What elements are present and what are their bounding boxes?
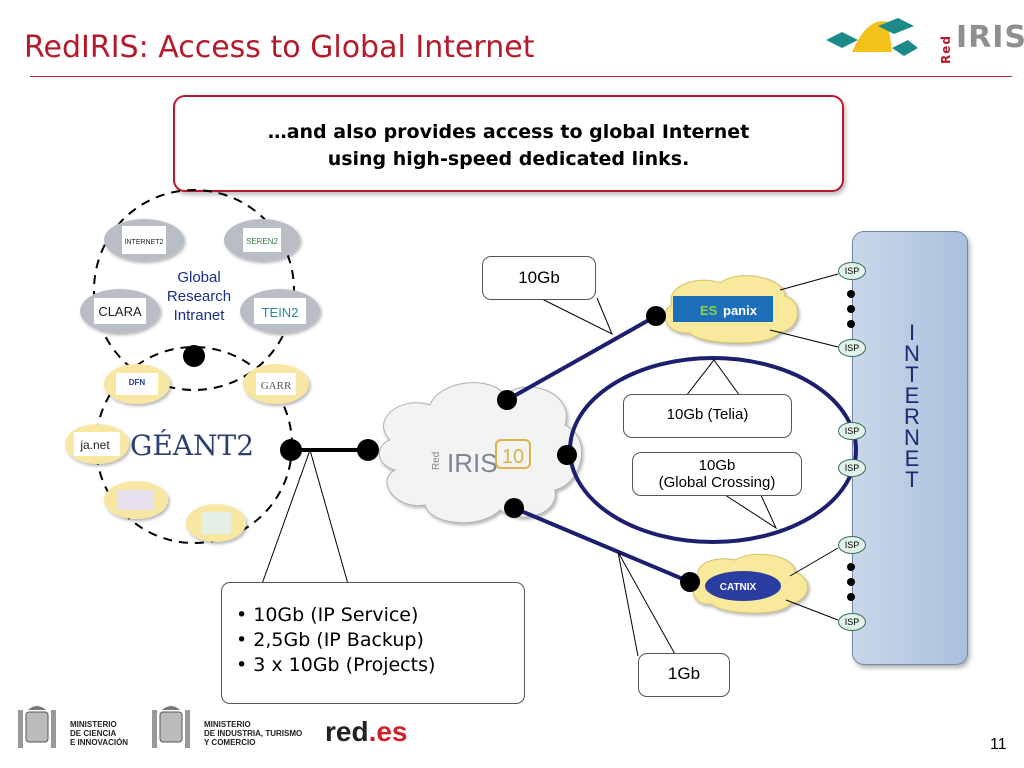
rediris-cloud xyxy=(378,382,583,524)
espanix-node xyxy=(646,306,666,326)
isp-badge: ISP xyxy=(838,613,866,631)
telia-pointer xyxy=(685,359,741,397)
rediris-cloud-red: Red xyxy=(431,452,442,470)
rediris-logo-icon xyxy=(826,18,918,56)
catnix-isp-line-2 xyxy=(785,599,839,621)
rediris-logo-text: Red IRIS xyxy=(939,20,1024,64)
svg-text:CLARA: CLARA xyxy=(98,304,142,319)
seren2-cloud: SEREN2 xyxy=(224,219,300,261)
rediris-cloud-badge xyxy=(495,439,531,469)
tein2-cloud: TEIN2 xyxy=(240,289,320,333)
janet-cloud: ja.net xyxy=(65,424,129,464)
internet2-cloud: INTERNET2 xyxy=(104,219,184,261)
espanix-isp-line-2 xyxy=(769,329,839,348)
global-research-intranet-label: Global Research Intranet xyxy=(166,269,232,324)
catnix-1gb-pointer xyxy=(617,551,677,657)
slide-number: 11 xyxy=(990,736,1007,753)
intranet-junction-node xyxy=(183,345,205,367)
espanix-logo xyxy=(673,296,773,322)
global-crossing-link-label: 10Gb (Global Crossing) xyxy=(632,452,802,496)
svg-text:DFN: DFN xyxy=(129,378,146,387)
svg-text:TEIN2: TEIN2 xyxy=(262,305,299,320)
telia-link-label: 10Gb (Telia) xyxy=(623,394,792,438)
catnix-isp-line-1 xyxy=(789,547,839,577)
list-item: 2,5Gb (IP Backup) xyxy=(236,628,435,653)
garr-cloud: GARR xyxy=(243,364,309,404)
rediris-cloud-logo: IRIS xyxy=(447,448,498,478)
geant-links-list: 10Gb (IP Service) 2,5Gb (IP Backup) 3 x … xyxy=(236,603,435,678)
callout-line-2: using high-speed dedicated links. xyxy=(327,148,690,170)
catnix-link-label: 1Gb xyxy=(638,653,730,697)
geant-node xyxy=(280,439,302,461)
catnix-link xyxy=(513,506,691,584)
page-title: RedIRIS: Access to Global Internet xyxy=(24,30,535,65)
red-es-logo: red.es xyxy=(325,716,408,747)
svg-text:GARR: GARR xyxy=(261,380,292,392)
intranet-ring xyxy=(93,189,295,391)
title-divider xyxy=(30,76,1012,77)
rediris-east-node xyxy=(557,445,577,465)
svg-text:SEREN2: SEREN2 xyxy=(246,237,279,246)
isp-badge: ISP xyxy=(838,536,866,554)
list-item: 10Gb (IP Service) xyxy=(236,603,435,628)
svg-text:ES: ES xyxy=(700,303,718,318)
isp-badge: ISP xyxy=(838,262,866,280)
spain-coat-of-arms-icon xyxy=(18,706,56,748)
svg-text:INTERNET2: INTERNET2 xyxy=(125,239,164,246)
espanix-link xyxy=(506,314,657,402)
svg-text:10: 10 xyxy=(502,446,524,468)
rediris-ne-node xyxy=(497,390,517,410)
list-item: 3 x 10Gb (Projects) xyxy=(236,653,435,678)
svg-text:panix: panix xyxy=(723,303,758,318)
espanix-10gb-pointer xyxy=(539,297,613,336)
isp-badge: ISP xyxy=(838,459,866,477)
catnix-logo xyxy=(705,571,781,601)
callout-line-1: …and also provides access to global Inte… xyxy=(267,121,750,143)
isp-badge: ISP xyxy=(838,422,866,440)
catnix-node xyxy=(680,572,700,592)
dfn-cloud: DFN xyxy=(104,364,170,404)
geant2-label: GÉANT2 xyxy=(130,429,254,462)
spain-coat-of-arms-icon xyxy=(152,706,190,748)
clara-cloud: CLARA xyxy=(80,289,160,333)
geant-links-pointer xyxy=(261,448,349,585)
small-nren-cloud-2 xyxy=(186,504,246,542)
global-crossing-pointer xyxy=(721,492,778,530)
callout-box: …and also provides access to global Inte… xyxy=(173,95,844,192)
internet-panel xyxy=(852,231,968,665)
rediris-se-node xyxy=(504,498,524,518)
small-nren-cloud-1 xyxy=(104,481,168,519)
espanix-link-label: 10Gb xyxy=(482,256,596,300)
isp-badge: ISP xyxy=(838,339,866,357)
espanix-isp-line-1 xyxy=(779,273,839,291)
svg-text:ja.net: ja.net xyxy=(79,438,110,452)
svg-text:CATNIX: CATNIX xyxy=(720,582,757,593)
rediris-west-node xyxy=(357,439,379,461)
